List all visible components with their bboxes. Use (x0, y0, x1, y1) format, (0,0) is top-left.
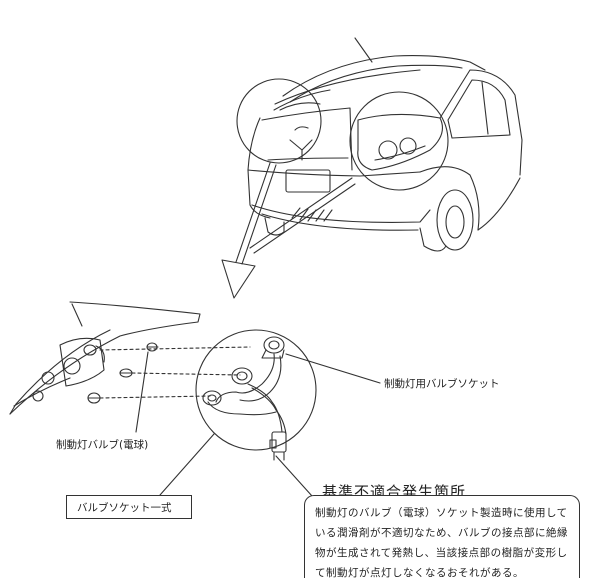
leader-socket (285, 353, 381, 384)
pointer-arrows (221, 162, 356, 299)
car-rear-illustration (247, 37, 523, 252)
tail-lamp-cutaway (9, 301, 251, 415)
socket-assembly-box: バルブソケット一式 (66, 495, 192, 519)
bulb-socket-assembly (202, 336, 287, 461)
leader-defect (275, 455, 313, 497)
label-bulb-socket: 制動灯用バルブソケット (384, 378, 500, 390)
defect-description-box: 制動灯のバルブ（電球）ソケット製造時に使用している潤滑剤が不適切なため、バルブの… (304, 495, 580, 579)
zoom-circle-right (349, 91, 449, 191)
socket-zoom-circle (195, 329, 317, 451)
leader-bulb (135, 351, 149, 433)
label-socket-assembly: バルブソケット一式 (77, 502, 172, 514)
leader-assembly (159, 433, 215, 496)
defect-description: 制動灯のバルブ（電球）ソケット製造時に使用している潤滑剤が不適切なため、バルブの… (315, 507, 568, 579)
label-brake-bulb: 制動灯バルブ(電球) (56, 439, 149, 451)
zoom-circle-left (236, 78, 322, 164)
